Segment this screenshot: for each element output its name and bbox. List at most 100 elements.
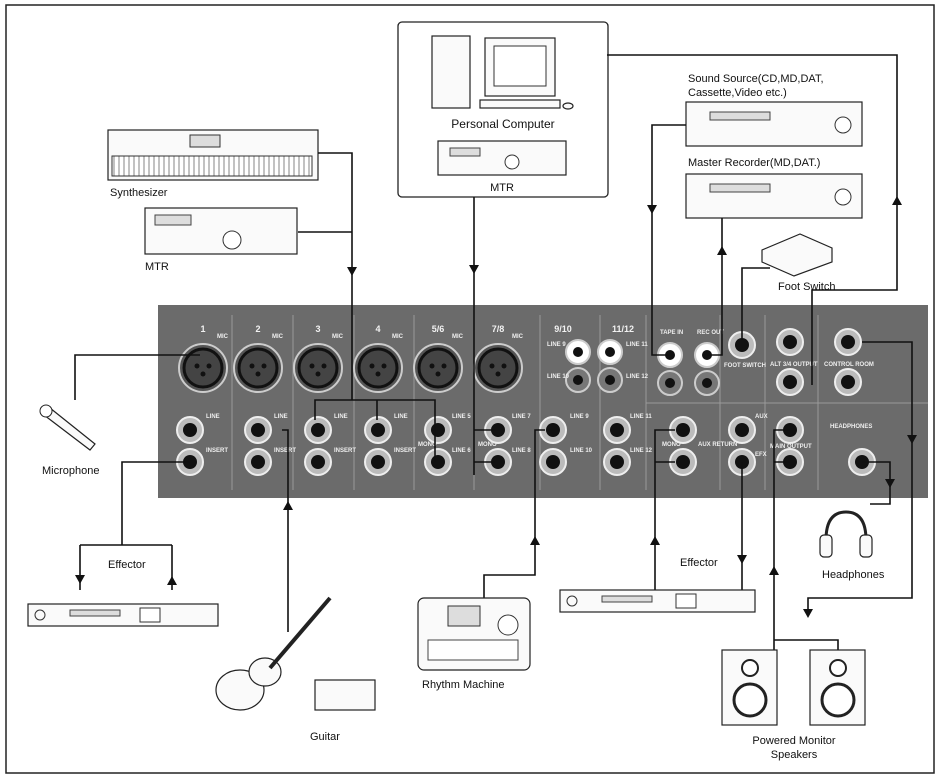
xlr-pin (315, 371, 321, 377)
channel-label: 4 (375, 324, 380, 334)
channel-label: 2 (255, 324, 260, 334)
ch56-r-label: LINE 6 (452, 448, 471, 454)
right-devices-group: Sound Source(CD,MD,DAT, Cassette,Video e… (685, 73, 863, 293)
xlr-inner (297, 347, 339, 389)
microphone-label: Microphone (42, 465, 99, 477)
arrow-up-icon (717, 246, 727, 255)
effector-left-device (27, 603, 219, 627)
xlr-inner (417, 347, 459, 389)
mic-label: MIC (332, 334, 344, 340)
ch4-insert-label: INSERT (394, 448, 416, 454)
effector-left-group: Effector (27, 559, 219, 627)
synthesizer-group: Synthesizer MTR (107, 129, 319, 273)
sound-source-label-1: Sound Source(CD,MD,DAT, (688, 73, 824, 85)
tape-in-label: TAPE IN (660, 330, 683, 336)
master-recorder-label: Master Recorder(MD,DAT.) (688, 157, 820, 169)
ch1-line-jack-hole (183, 423, 197, 437)
mtr-top-device (437, 140, 567, 176)
ch78-line-l-jack-hole (491, 423, 505, 437)
xlr-pin (495, 371, 501, 377)
arrow-down-icon (75, 575, 85, 584)
mic-label: MIC (512, 334, 524, 340)
mic-label: MIC (452, 334, 464, 340)
efx-label: EFX (755, 452, 767, 458)
control-room-l-jack-hole (841, 335, 855, 349)
foot-switch-label: FOOT SWITCH (724, 363, 766, 369)
xlr-pin (321, 363, 327, 369)
rca-11-jack-hole (605, 347, 615, 357)
rca-12-label: LINE 12 (626, 374, 649, 380)
arrow-down-icon (885, 479, 895, 488)
arrow-up-icon (769, 566, 779, 575)
personal-computer-label: Personal Computer (451, 117, 554, 131)
tape-in-jack-2-hole (665, 378, 675, 388)
control-room-r-jack-hole (841, 375, 855, 389)
ch4-insert-jack-hole (371, 455, 385, 469)
headphones-label: Headphones (822, 569, 885, 581)
effector-right-group: Effector (559, 557, 756, 613)
channel-label: 5/6 (432, 324, 445, 334)
ch56-l-label: LINE 5 (452, 414, 471, 420)
foot-switch-device (761, 233, 833, 277)
ch2-insert-jack-hole (251, 455, 265, 469)
connection-wires (74, 54, 917, 650)
main-output-label: MAIN OUTPUT (770, 444, 812, 450)
arrow-up-icon (530, 536, 540, 545)
xlr-inner (182, 347, 224, 389)
arrow-down-icon (907, 435, 917, 444)
xlr-pin (375, 371, 381, 377)
xlr-pin (489, 363, 495, 369)
headphones-icon (824, 510, 868, 541)
aux-return-l-jack-hole (676, 423, 690, 437)
aux-jack-hole (735, 423, 749, 437)
ch3-line-jack-hole (311, 423, 325, 437)
mono-78-label: MONO (478, 442, 497, 448)
xlr-inner (477, 347, 519, 389)
xlr-pin (309, 363, 315, 369)
ch3-line-label: LINE (334, 414, 348, 420)
xlr-pin (249, 363, 255, 369)
aux-return-label: AUX RETURN (698, 442, 737, 448)
rca-12-jack-hole (605, 375, 615, 385)
mic-label: MIC (217, 334, 229, 340)
line11-label: LINE 11 (630, 414, 652, 420)
rca-9-jack-hole (573, 347, 583, 357)
arrow-down-icon (803, 609, 813, 618)
xlr-pin (255, 371, 261, 377)
line12-label: LINE 12 (630, 448, 653, 454)
channel-label: 3 (315, 324, 320, 334)
ch2-line-label: LINE (274, 414, 288, 420)
rca-10-label: LINE 10 (547, 374, 570, 380)
arrow-up-icon (892, 196, 902, 205)
arrow-up-icon (283, 501, 293, 510)
xlr-pin (429, 363, 435, 369)
rec-out-label: REC OUT (697, 330, 724, 336)
xlr-pin (441, 363, 447, 369)
headphones-group: Headphones (819, 510, 885, 581)
channel-label: 1 (200, 324, 205, 334)
ch1-insert-label: INSERT (206, 448, 228, 454)
line11-jack-hole (610, 423, 624, 437)
speakers-label-1: Powered Monitor (752, 735, 835, 747)
pc-keyboard-icon (479, 99, 561, 109)
xlr-inner (357, 347, 399, 389)
arrow-up-icon (167, 576, 177, 585)
ch3-insert-jack-hole (311, 455, 325, 469)
speakers-label-2: Speakers (771, 749, 818, 761)
effector-right-device (559, 589, 756, 613)
arrow-down-icon (469, 265, 479, 274)
xlr-pin (206, 363, 212, 369)
ch2-line-jack-hole (251, 423, 265, 437)
rca-11-label: LINE 11 (626, 342, 648, 348)
control-room-label: CONTROL ROOM (824, 362, 874, 368)
alt-output-r-jack-hole (783, 375, 797, 389)
aux-return-r-jack-hole (676, 455, 690, 469)
ch78-line-r-jack-hole (491, 455, 505, 469)
pc-tower-icon (431, 35, 471, 109)
ch1-line-label: LINE (206, 414, 220, 420)
foot-switch-jack-hole (735, 338, 749, 352)
rec-out-jack-2-hole (702, 378, 712, 388)
alt-output-l-jack-hole (783, 335, 797, 349)
